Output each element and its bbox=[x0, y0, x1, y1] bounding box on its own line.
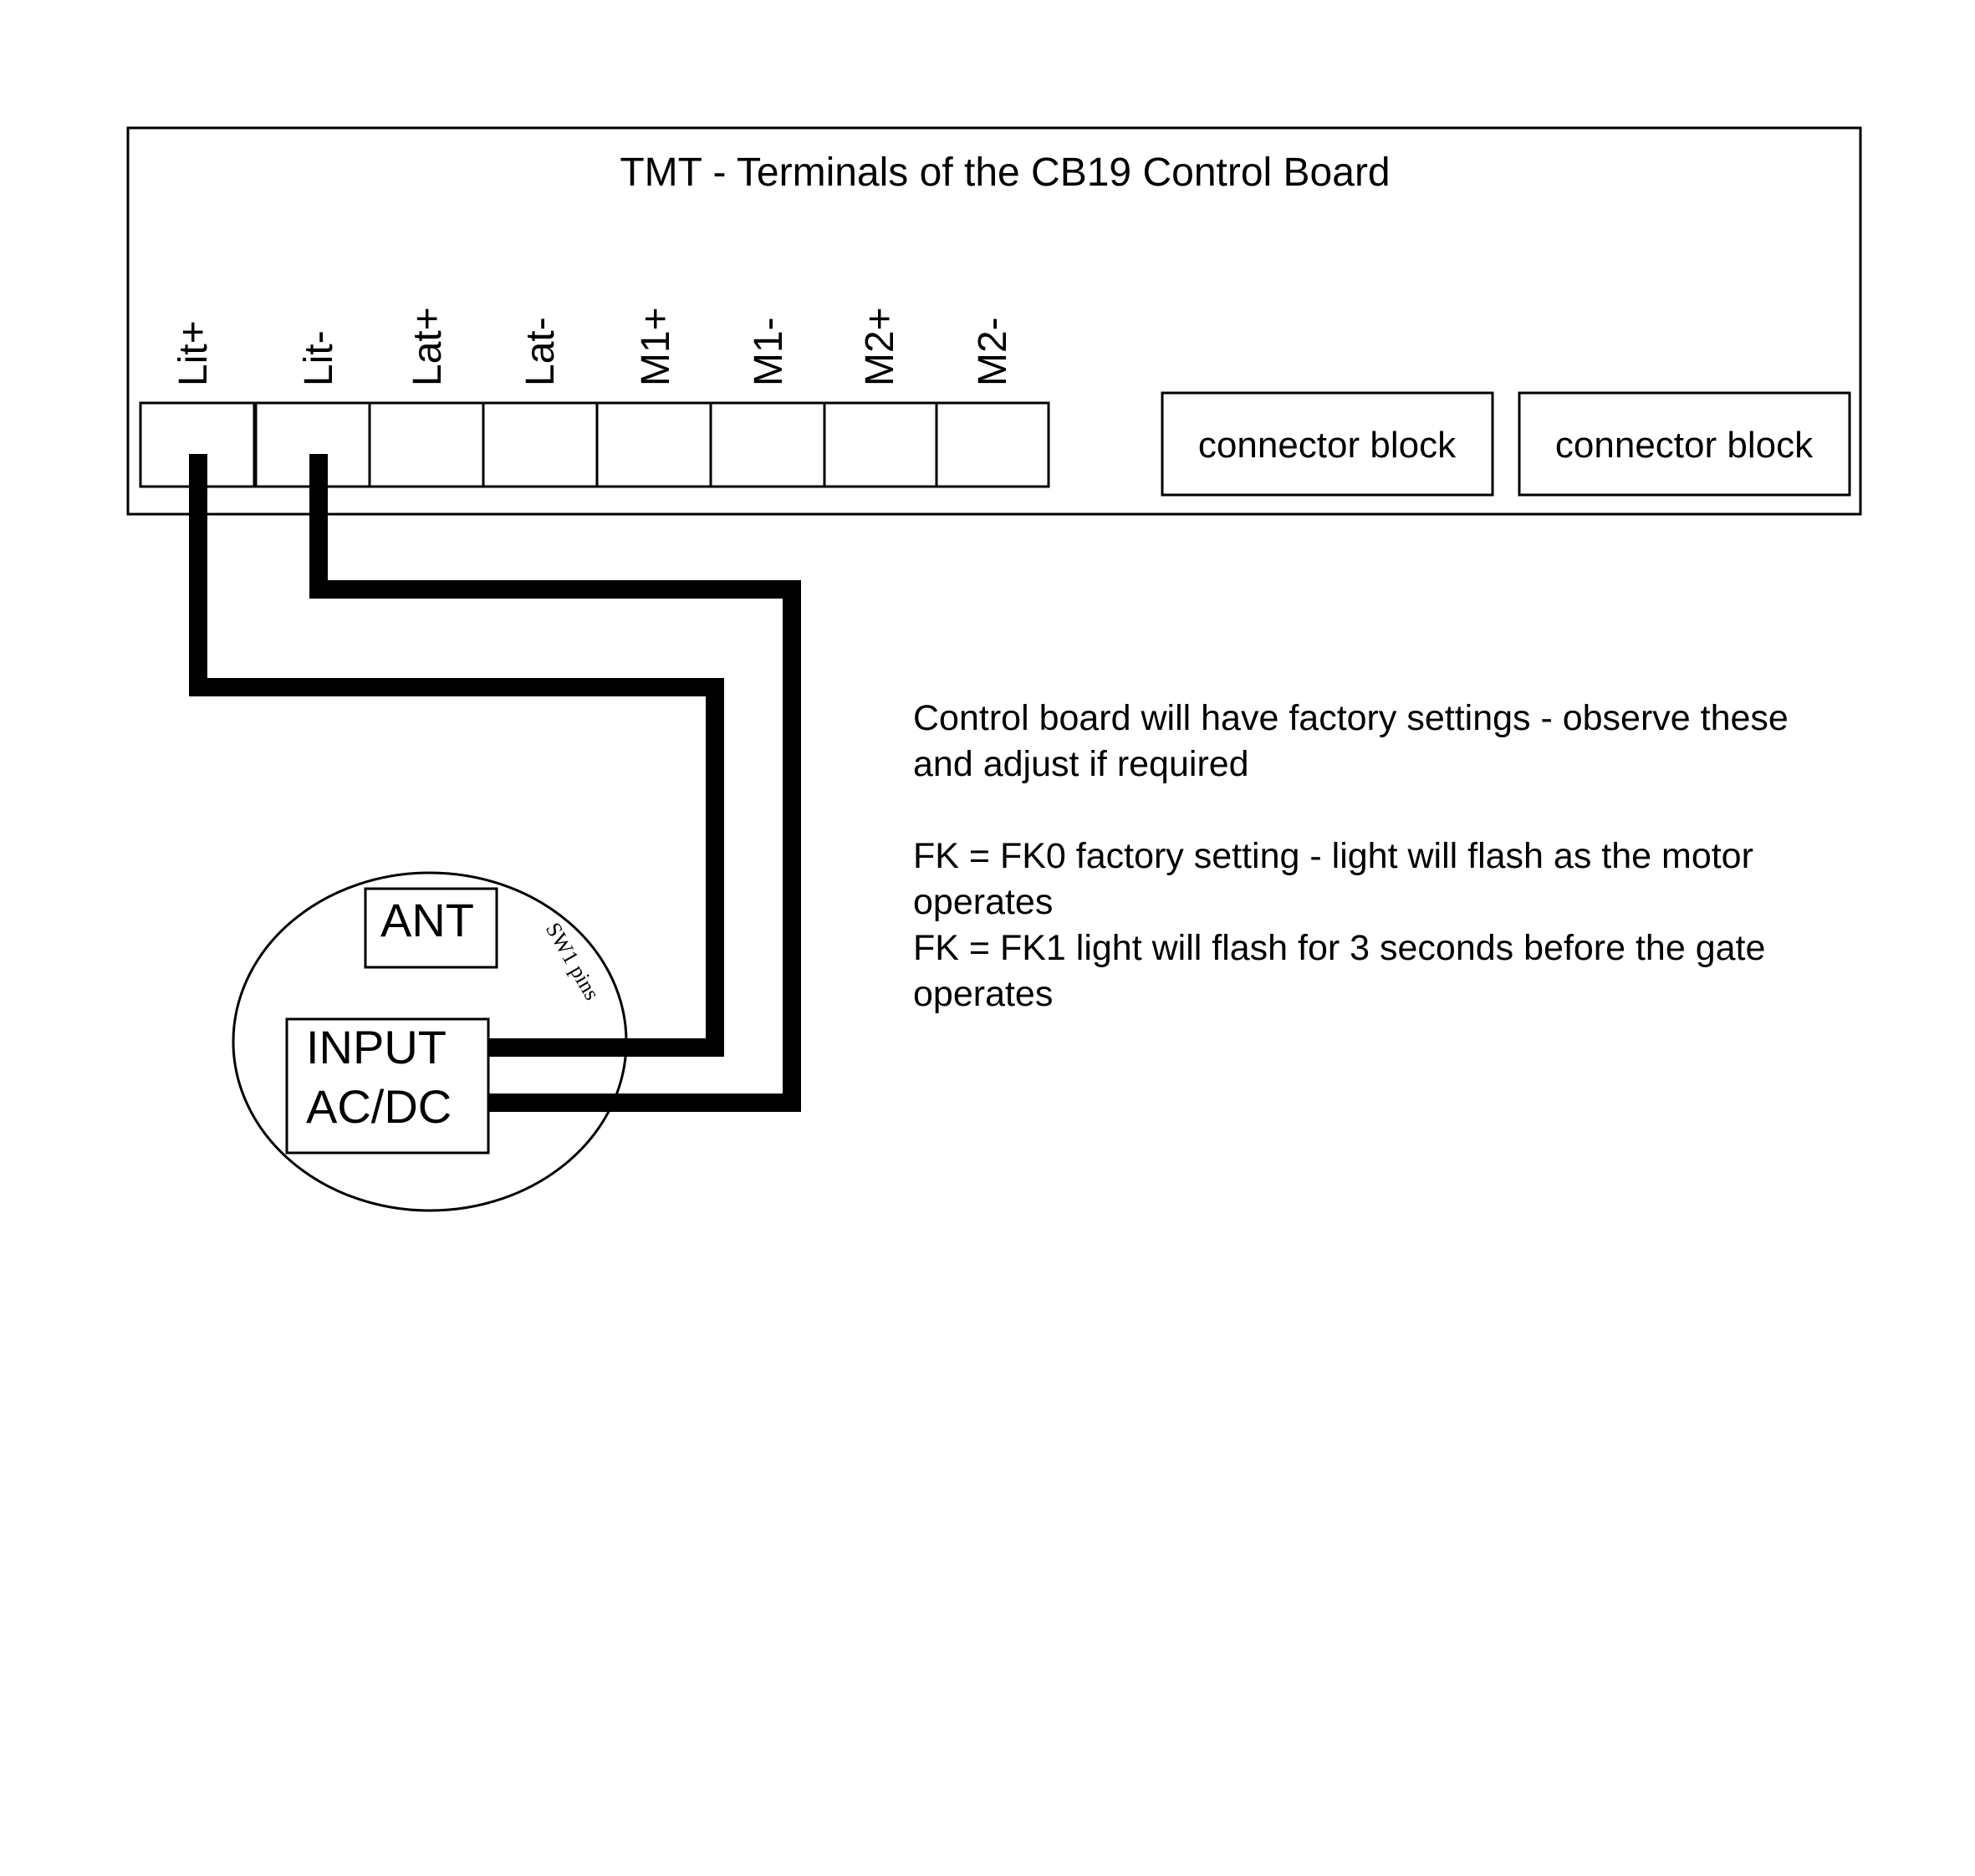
input-box bbox=[285, 1017, 490, 1155]
input-label-line2: AC/DC bbox=[306, 1080, 452, 1133]
receiver-module bbox=[232, 871, 628, 1212]
terminal-lat-plus bbox=[368, 401, 485, 488]
note-line-2: and adjust if required bbox=[913, 744, 1249, 784]
control-board-outline bbox=[126, 126, 1862, 516]
terminal-m2-minus bbox=[935, 401, 1050, 488]
connector-block-2-label: connector block bbox=[1555, 425, 1814, 466]
board-title: TMT - Terminals of the CB19 Control Boar… bbox=[620, 150, 1390, 195]
note-line-5: FK = FK1 light will flash for 3 seconds … bbox=[913, 928, 1765, 968]
note-line-3: FK = FK0 factory setting - light will fl… bbox=[913, 836, 1753, 876]
connector-block-1 bbox=[1161, 391, 1494, 497]
terminal-label-lat-minus: Lat- bbox=[518, 317, 563, 386]
note-line-4: operates bbox=[913, 882, 1053, 922]
sw1-pins-label: SW1 pins bbox=[541, 919, 605, 1005]
terminal-label-m2-minus: M2- bbox=[971, 317, 1015, 386]
input-label-line1: INPUT bbox=[306, 1021, 447, 1073]
terminal-label-lit-plus: Lit+ bbox=[171, 320, 216, 386]
terminal-m1-plus bbox=[595, 401, 712, 488]
ant-label: ANT bbox=[380, 894, 474, 946]
note-line-6: operates bbox=[913, 974, 1053, 1014]
terminal-label-lit-minus: Lit- bbox=[297, 330, 341, 386]
wire-lit-minus bbox=[309, 454, 801, 1112]
wire-lit-plus bbox=[189, 454, 724, 1057]
terminal-label-m2-plus: M2+ bbox=[858, 307, 902, 386]
note-line-1: Control board will have factory settings… bbox=[913, 698, 1789, 738]
ant-box bbox=[364, 887, 498, 969]
factory-settings-notes: Control board will have factory settings… bbox=[913, 698, 1789, 1014]
terminal-strip bbox=[139, 401, 1050, 488]
connector-block-1-label: connector block bbox=[1198, 425, 1457, 466]
terminal-m1-minus bbox=[709, 401, 826, 488]
terminal-lat-minus bbox=[482, 401, 599, 488]
terminal-label-lat-plus: Lat+ bbox=[406, 307, 450, 386]
terminal-label-m1-plus: M1+ bbox=[634, 307, 678, 386]
connector-block-2 bbox=[1518, 391, 1851, 497]
terminal-m2-plus bbox=[823, 401, 938, 488]
terminal-label-m1-minus: M1- bbox=[747, 317, 791, 386]
